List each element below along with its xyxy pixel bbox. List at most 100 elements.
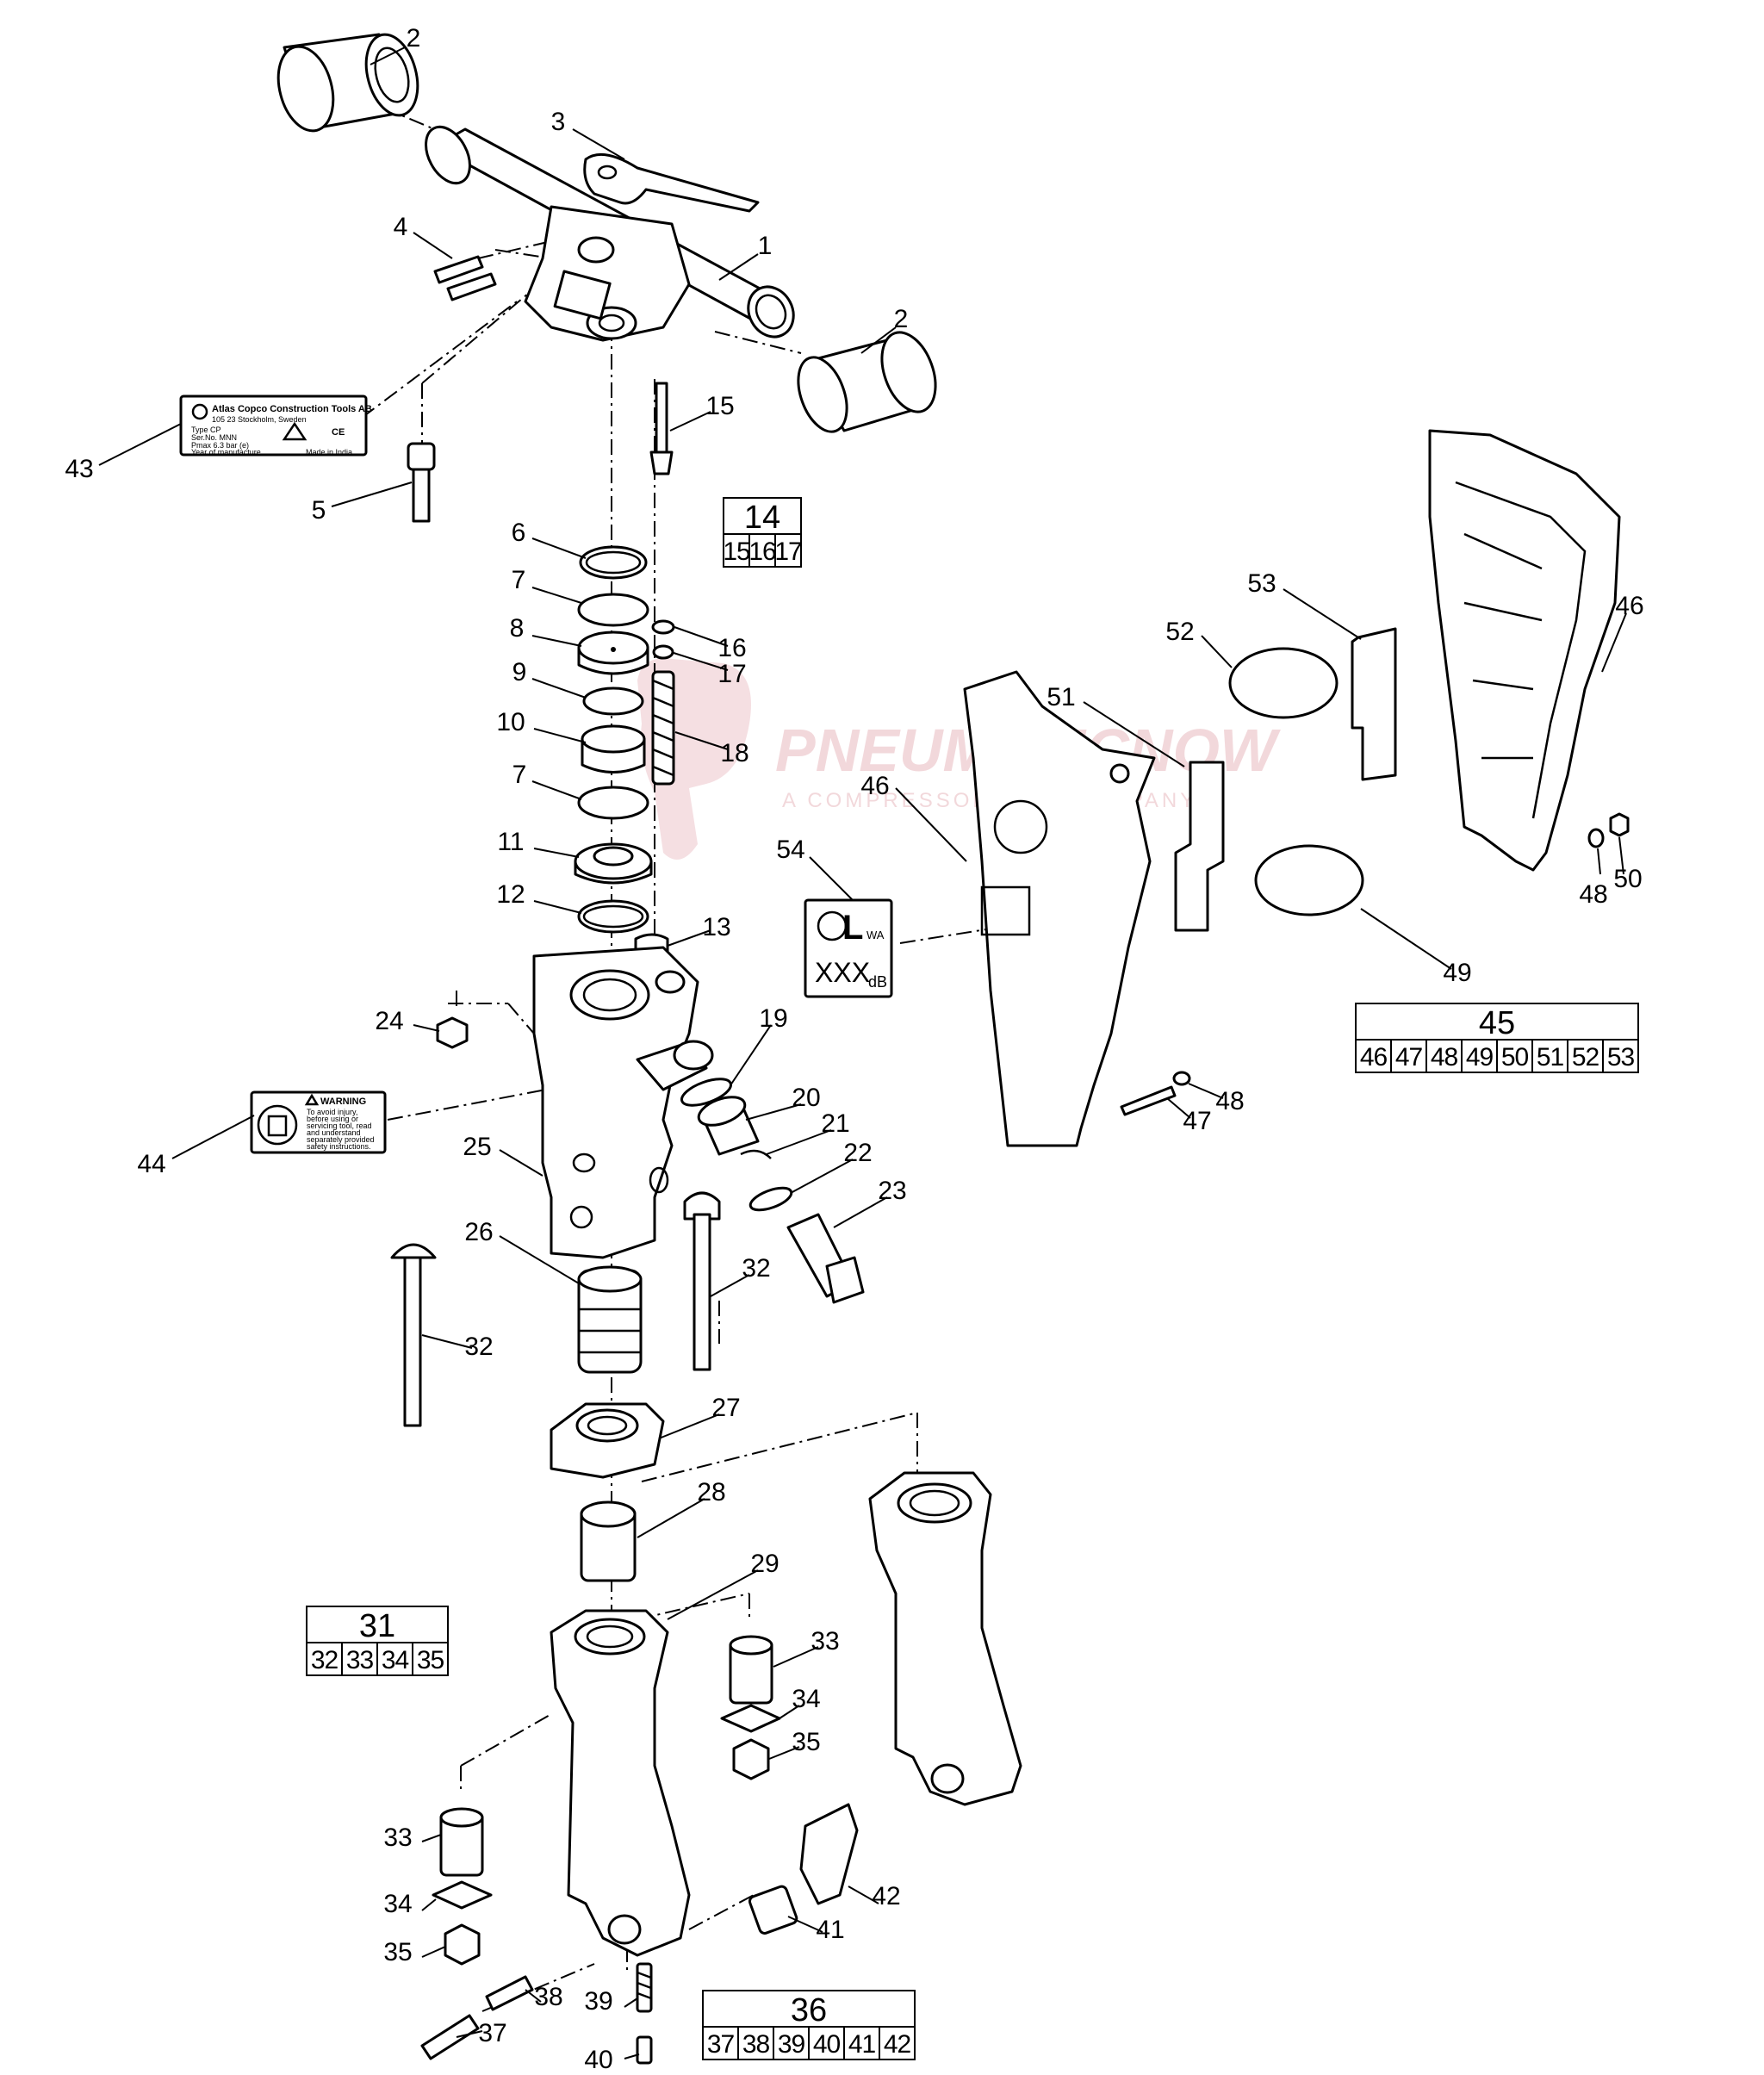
kit45-item: 51 (1537, 1043, 1564, 1072)
id-plate-line-7: Made in India (306, 448, 352, 457)
seal-ring-49 (1254, 844, 1364, 916)
throttle-lever (583, 152, 760, 213)
cylinder (532, 946, 714, 1259)
kit14-item: 16 (748, 537, 776, 566)
nut-50 (1609, 812, 1630, 837)
bolts-32 (390, 1191, 721, 1427)
noise-symbol: L (842, 909, 863, 947)
kit36-item: 42 (884, 2030, 911, 2059)
callout-c34a: 34 (792, 1685, 820, 1713)
warning-line-4: and understand (307, 1128, 361, 1137)
grip-upper (276, 33, 419, 133)
cp-logo-icon (993, 799, 1048, 854)
callout-c49: 49 (1443, 959, 1471, 987)
callout-c22: 22 (843, 1139, 872, 1167)
caution-triangle-icon (282, 421, 307, 441)
kit14-item: 15 (723, 537, 750, 566)
callout-c23: 23 (878, 1177, 906, 1205)
warning-line-6: safety instructions. (307, 1142, 371, 1151)
callout-c47: 47 (1183, 1107, 1211, 1135)
kit31-item: 34 (382, 1646, 409, 1674)
kit36-item: 38 (742, 2030, 770, 2059)
spacer-nut-lower (432, 1807, 493, 1966)
callout-c7a: 7 (512, 566, 526, 594)
warning-label: WARNING To avoid injury, before using or… (250, 1090, 387, 1154)
callout-c16: 16 (717, 634, 746, 662)
callout-c15: 15 (705, 392, 734, 420)
warning-title: WARNING (320, 1097, 366, 1107)
callout-c13: 13 (702, 913, 730, 941)
bushing-28 (580, 1500, 637, 1582)
warning-triangle-icon (304, 1093, 320, 1106)
callout-c28: 28 (697, 1478, 725, 1507)
kit45-item: 49 (1466, 1043, 1494, 1072)
front-head-27 (550, 1402, 665, 1479)
callout-c25: 25 (463, 1133, 491, 1161)
callout-c33a: 33 (811, 1627, 839, 1656)
callout-c40: 40 (584, 2046, 612, 2074)
callout-c42: 42 (872, 1882, 900, 1910)
callout-c32a: 32 (742, 1254, 770, 1283)
housing-right (1428, 429, 1621, 872)
front-body-alt (868, 1471, 1022, 1806)
warning-line-2: before using or (307, 1115, 358, 1123)
callout-c26: 26 (464, 1218, 493, 1246)
atlas-copco-logo-icon (191, 403, 208, 420)
callout-c33b: 33 (383, 1823, 412, 1852)
piston-26 (577, 1265, 643, 1374)
warning-line-5: separately provided (307, 1135, 375, 1144)
callout-c51: 51 (1047, 683, 1075, 711)
kit45-item: 48 (1431, 1043, 1458, 1072)
screw-47 (1120, 1085, 1177, 1116)
callout-c9: 9 (512, 658, 527, 686)
ear-icon (817, 910, 848, 941)
id-plate-label: Atlas Copco Construction Tools AB 105 23… (179, 394, 372, 457)
callout-c7b: 7 (512, 761, 527, 789)
callout-c54: 54 (776, 836, 804, 864)
seal-ring-52 (1228, 647, 1339, 719)
warning-line-1: To avoid injury, (307, 1108, 357, 1116)
kit45-item: 47 (1395, 1043, 1423, 1072)
callout-c10: 10 (496, 708, 525, 736)
inlet-parts (680, 1078, 865, 1304)
grip-lower (797, 331, 937, 433)
screw-5 (407, 442, 436, 523)
callout-c34b: 34 (383, 1890, 412, 1918)
leader-lines (98, 47, 1627, 2059)
callout-c46a: 46 (860, 772, 889, 800)
callout-c53: 53 (1247, 569, 1276, 598)
callout-c1a: 1 (758, 232, 773, 260)
kit14-title: 14 (744, 500, 780, 536)
warning-line-3: servicing tool, read (307, 1121, 372, 1130)
callout-c12: 12 (496, 880, 525, 909)
callout-c2b: 2 (894, 305, 909, 333)
noise-subscript: WA (866, 929, 885, 941)
callout-c48a: 48 (1215, 1087, 1244, 1115)
washer-48a (1172, 1071, 1191, 1086)
callout-numbers: 1223456789107111213151617181920212223242… (65, 24, 1643, 2074)
valve-stem (649, 382, 674, 475)
callout-c17: 17 (717, 660, 746, 688)
callout-c41: 41 (816, 1916, 844, 1944)
callout-c20: 20 (792, 1084, 820, 1112)
kit45-item: 46 (1360, 1043, 1388, 1072)
callout-c6: 6 (512, 519, 526, 547)
id-plate-line-4: Ser.No. MNN (191, 433, 237, 442)
kit14-item: 17 (774, 537, 802, 566)
kit31-title: 31 (359, 1608, 395, 1644)
callout-c2a: 2 (407, 24, 421, 53)
callout-c46b: 46 (1615, 592, 1643, 620)
pins (433, 255, 497, 301)
kit45-item: 50 (1501, 1043, 1529, 1072)
kit36-item: 40 (813, 2030, 841, 2059)
valve-parts (651, 619, 675, 786)
callout-c4: 4 (394, 213, 408, 241)
callout-c5: 5 (312, 496, 326, 525)
callout-c48b: 48 (1579, 880, 1607, 909)
seal-stack (574, 545, 653, 934)
